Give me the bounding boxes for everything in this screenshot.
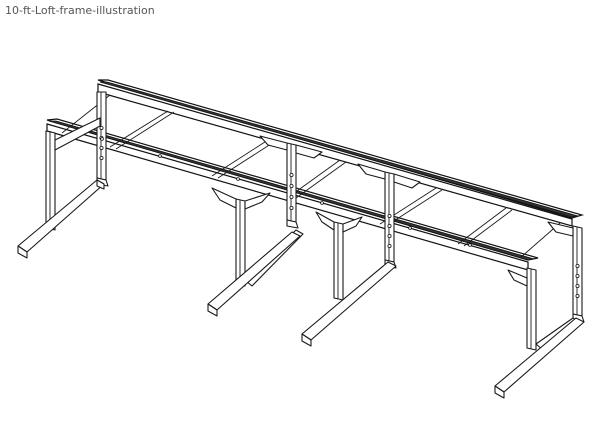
front-rail-rivets xyxy=(100,137,472,247)
back-top-rail xyxy=(97,79,585,227)
image-caption: 10-ft-Loft-frame-illustration xyxy=(5,4,155,17)
middle-left-back-post xyxy=(259,135,323,229)
back-left-post xyxy=(96,91,109,187)
front-left-leg xyxy=(17,117,105,259)
middle-left-front-leg xyxy=(207,187,304,317)
cross-rungs xyxy=(61,94,561,259)
middle-right-front-leg xyxy=(301,211,397,347)
back-right-post xyxy=(547,221,585,323)
front-right-leg xyxy=(494,267,585,399)
